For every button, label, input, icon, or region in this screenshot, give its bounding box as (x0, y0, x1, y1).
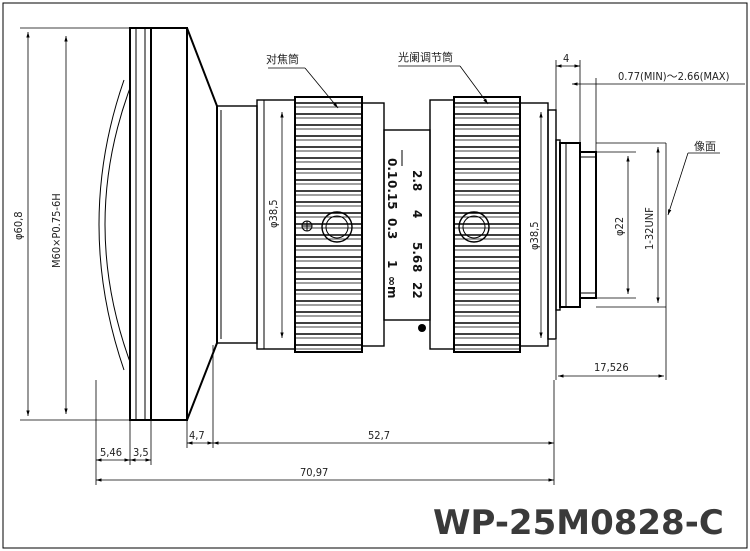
aperture-scale: 2.8 4 5.6 8 22 (410, 170, 424, 299)
dim-back-focus: 0.77(MIN)～2.66(MAX) (618, 70, 730, 83)
dim-barrel-left: φ38,5 (267, 199, 280, 228)
dim-barrel-right: φ38,5 (528, 221, 541, 250)
c-mount (559, 142, 597, 308)
dim-total-length: 70,97 (300, 466, 328, 479)
dim-offset: 4,7 (189, 429, 205, 442)
distance-value: 0.15 (385, 180, 399, 210)
aperture-value: 2.8 (410, 170, 424, 191)
focus-ring (294, 96, 363, 353)
index-mark-icon (301, 220, 313, 232)
distance-value: 0.3 (385, 218, 399, 239)
dim-mount-length: 4 (563, 52, 569, 65)
label-image-plane: 像面 (694, 140, 716, 153)
dim-body-length: 52,7 (368, 429, 390, 442)
aperture-value: 5.6 (410, 242, 424, 263)
lock-screw-icon (321, 211, 353, 243)
distance-value: 0.1 (385, 158, 399, 179)
label-iris-ring: 光阑调节筒 (398, 50, 453, 64)
dim-flange-distance: 17,526 (594, 361, 629, 374)
lock-screw-icon (458, 211, 490, 243)
front-hood (98, 27, 218, 421)
index-dot-icon (418, 324, 426, 332)
distance-scale: 0.1 0.15 0.3 1 ∞m (385, 158, 399, 299)
dim-mount-diameter: φ22 (613, 217, 626, 236)
aperture-value: 4 (410, 210, 424, 218)
distance-value: 1 (385, 260, 399, 268)
dim-outer-diameter: φ60,8 (12, 211, 25, 240)
dim-filter-thread: M60×P0.75-6H (50, 193, 63, 268)
label-focus-ring: 对焦筒 (266, 52, 299, 66)
dim-front-step2: 3,5 (133, 446, 149, 459)
model-name: WP-25M0828-C (433, 503, 724, 543)
dim-front-step1: 5,46 (100, 446, 122, 459)
dim-mount-thread: 1-32UNF (643, 207, 656, 250)
distance-value: ∞m (385, 276, 399, 299)
iris-ring (453, 96, 521, 353)
aperture-value: 8 (410, 264, 424, 272)
aperture-value: 22 (410, 282, 424, 299)
